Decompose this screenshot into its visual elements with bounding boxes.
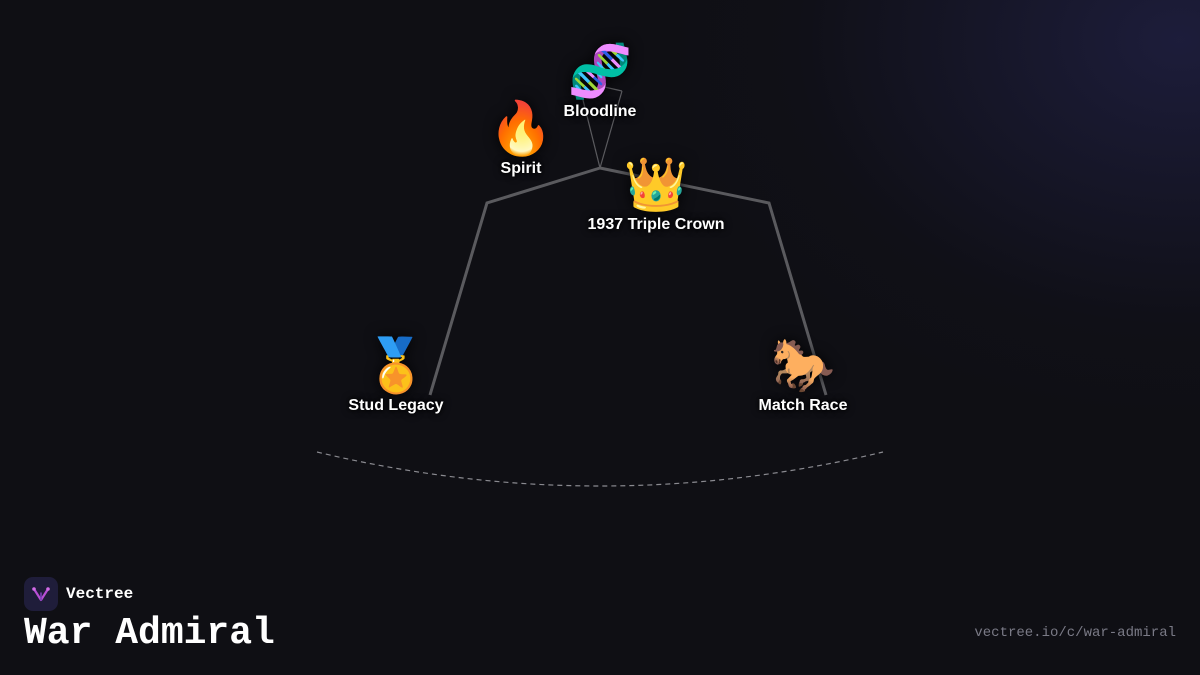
page-url[interactable]: vectree.io/c/war-admiral (974, 625, 1176, 641)
node-label: Spirit (500, 160, 542, 177)
brand-name: Vectree (66, 585, 134, 603)
node-label: 1937 Triple Crown (587, 216, 725, 233)
crown-icon: 👑 (623, 155, 689, 215)
node-bloodline[interactable]: 🧬 Bloodline (564, 42, 637, 122)
fire-icon: 🔥 (488, 99, 554, 159)
horse-icon: 🐎 (770, 336, 836, 396)
vectree-logo-icon (24, 577, 58, 611)
node-stud-legacy[interactable]: 🏅 Stud Legacy (348, 336, 443, 416)
edge-bloodline-top (599, 85, 623, 92)
edge-bloodline-hub-2 (599, 90, 623, 169)
page-title: War Admiral (24, 612, 275, 655)
edge-hub-stud-legacy (428, 166, 601, 396)
node-label: Stud Legacy (348, 397, 444, 414)
dna-icon: 🧬 (567, 42, 633, 102)
node-label: Match Race (758, 397, 848, 414)
node-spirit[interactable]: 🔥 Spirit (489, 99, 554, 179)
medal-icon: 🏅 (363, 336, 429, 396)
edge-bloodline-hub (581, 95, 601, 169)
ground-arc (316, 451, 884, 487)
node-triple-crown[interactable]: 👑 1937 Triple Crown (588, 155, 725, 235)
edge-hub-match-race (599, 166, 828, 396)
brand[interactable]: Vectree (24, 577, 133, 611)
node-label: Bloodline (563, 103, 637, 120)
node-match-race[interactable]: 🐎 Match Race (759, 336, 848, 416)
